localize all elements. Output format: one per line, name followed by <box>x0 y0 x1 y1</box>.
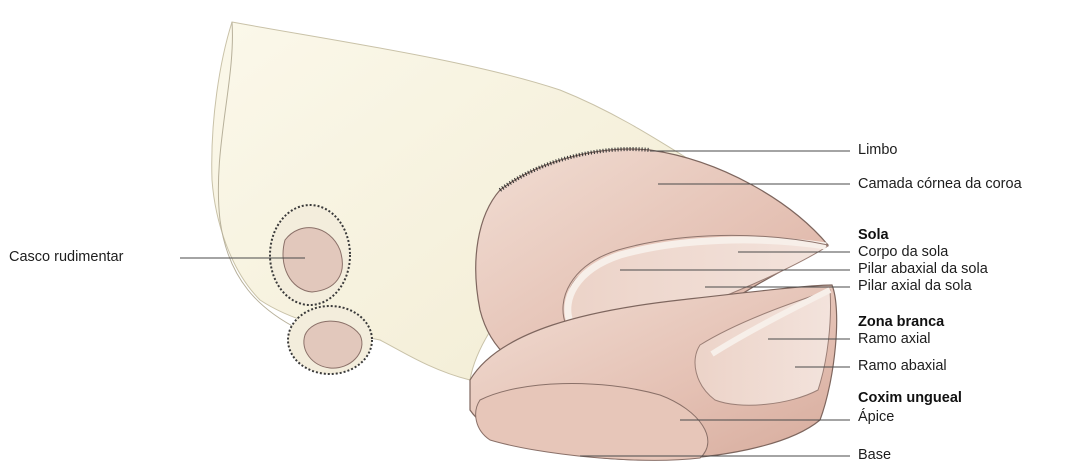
label-zona-branca: Zona branca <box>858 314 944 330</box>
dewclaw-lower-horn <box>304 321 362 368</box>
label-casco-rudimentar: Casco rudimentar <box>9 249 123 265</box>
label-pilar-abaxial: Pilar abaxial da sola <box>858 261 988 277</box>
label-camada-cornea: Camada córnea da coroa <box>858 176 1022 192</box>
label-ramo-axial: Ramo axial <box>858 331 931 347</box>
label-pilar-axial: Pilar axial da sola <box>858 278 972 294</box>
label-limbo: Limbo <box>858 142 898 158</box>
label-apice: Ápice <box>858 409 894 425</box>
label-coxim-ungueal: Coxim ungueal <box>858 390 962 406</box>
label-sola: Sola <box>858 227 889 243</box>
label-ramo-abaxial: Ramo abaxial <box>858 358 947 374</box>
label-base: Base <box>858 447 891 463</box>
label-corpo-sola: Corpo da sola <box>858 244 948 260</box>
